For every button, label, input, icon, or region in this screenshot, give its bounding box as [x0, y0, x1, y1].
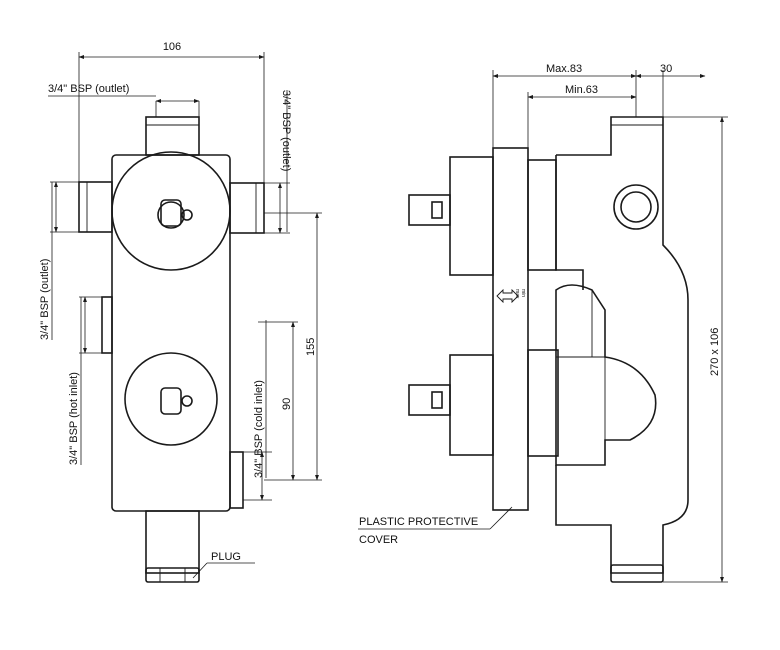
cold-inlet-label: 3/4" BSP (cold inlet) [253, 380, 265, 478]
cover-label-line2: COVER [359, 534, 398, 546]
plastic-protective-cover [492, 147, 529, 511]
right-outlet-stub [229, 182, 265, 234]
dim-30-label: 30 [660, 63, 672, 75]
front-view: 106 3/4" BSP (outlet) 3/4" BSP (outlet) … [39, 41, 322, 583]
mounting-plate [449, 156, 494, 276]
upper-spindle-stub [408, 194, 451, 226]
min-max-marker: min max [496, 288, 526, 304]
dim-min-label: Min.63 [565, 84, 598, 96]
upper-diverter-disc [111, 151, 231, 271]
left-outlet-stub [78, 181, 113, 233]
right-outlet-label: 3/4" BSP (outlet) [280, 90, 292, 171]
svg-text:max: max [514, 289, 520, 299]
upper-spindle [157, 201, 185, 229]
hot-inlet-label: 3/4" BSP (hot inlet) [68, 372, 80, 465]
dim-max-label: Max.83 [546, 63, 582, 75]
cover-label-line1: PLASTIC PROTECTIVE [359, 516, 478, 528]
dim-width-label: 106 [163, 41, 181, 53]
valve-body-profile [555, 116, 689, 574]
lower-spindle-stub [408, 384, 451, 416]
dim-155-label: 155 [305, 338, 317, 356]
valve-body [111, 154, 231, 512]
outlet-port [613, 184, 659, 230]
bottom-plug-stub [145, 510, 200, 574]
side-view: min max Max.83 30 Min.63 [358, 63, 728, 583]
cold-inlet-stub [229, 451, 244, 509]
hot-inlet-stub [101, 296, 113, 354]
thermostat-dome [555, 284, 657, 466]
top-outlet-label: 3/4" BSP (outlet) [48, 83, 129, 95]
svg-text:min: min [520, 289, 526, 297]
plug-label: PLUG [211, 551, 241, 563]
dim-height-label: 270 x 106 [709, 328, 721, 376]
top-outlet-stub [145, 116, 200, 156]
dim-90-label: 90 [281, 398, 293, 410]
lower-thermostat-disc [124, 352, 218, 446]
left-outlet-label: 3/4" BSP (outlet) [39, 259, 51, 340]
